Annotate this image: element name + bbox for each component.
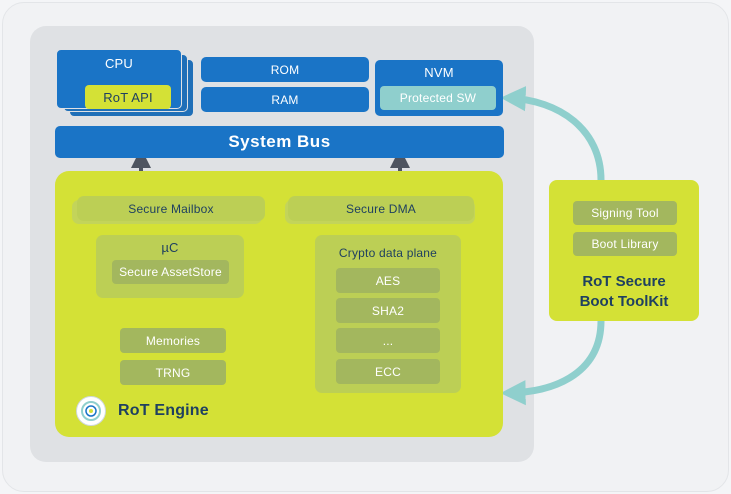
rom-block: ROM bbox=[201, 57, 369, 82]
crypto-data-plane-title: Crypto data plane bbox=[338, 246, 438, 260]
ram-block: RAM bbox=[201, 87, 369, 112]
memories-block: Memories bbox=[120, 328, 226, 353]
rot-engine-logo-icon bbox=[76, 396, 106, 426]
boot-library-block: Boot Library bbox=[573, 232, 677, 256]
toolkit-engine-curve bbox=[500, 320, 605, 406]
secure-mailbox-block: Secure Mailbox bbox=[77, 196, 265, 221]
secure-dma-block: Secure DMA bbox=[288, 196, 474, 221]
signing-tool-block: Signing Tool bbox=[573, 201, 677, 225]
ecc-block: ECC bbox=[336, 359, 440, 384]
toolkit-title: RoT Secure Boot ToolKit bbox=[549, 272, 699, 312]
nvm-title: NVM bbox=[424, 64, 454, 80]
cpu-title: CPU bbox=[104, 55, 134, 71]
trng-block: TRNG bbox=[120, 360, 226, 385]
rot-api-block: RoT API bbox=[85, 85, 171, 109]
microcontroller-title: µC bbox=[161, 239, 179, 255]
secure-assetstore-block: Secure AssetStore bbox=[112, 260, 229, 284]
aes-block: AES bbox=[336, 268, 440, 293]
toolkit-nvm-curve bbox=[500, 86, 605, 181]
toolkit-title-line1: RoT Secure bbox=[582, 273, 666, 290]
system-bus: System Bus bbox=[55, 126, 504, 158]
toolkit-title-line2: Boot ToolKit bbox=[579, 293, 669, 310]
ellipsis-block: ... bbox=[336, 328, 440, 353]
rot-engine-title: RoT Engine bbox=[118, 402, 209, 419]
protected-sw-block: Protected SW bbox=[380, 86, 496, 110]
sha2-block: SHA2 bbox=[336, 298, 440, 323]
